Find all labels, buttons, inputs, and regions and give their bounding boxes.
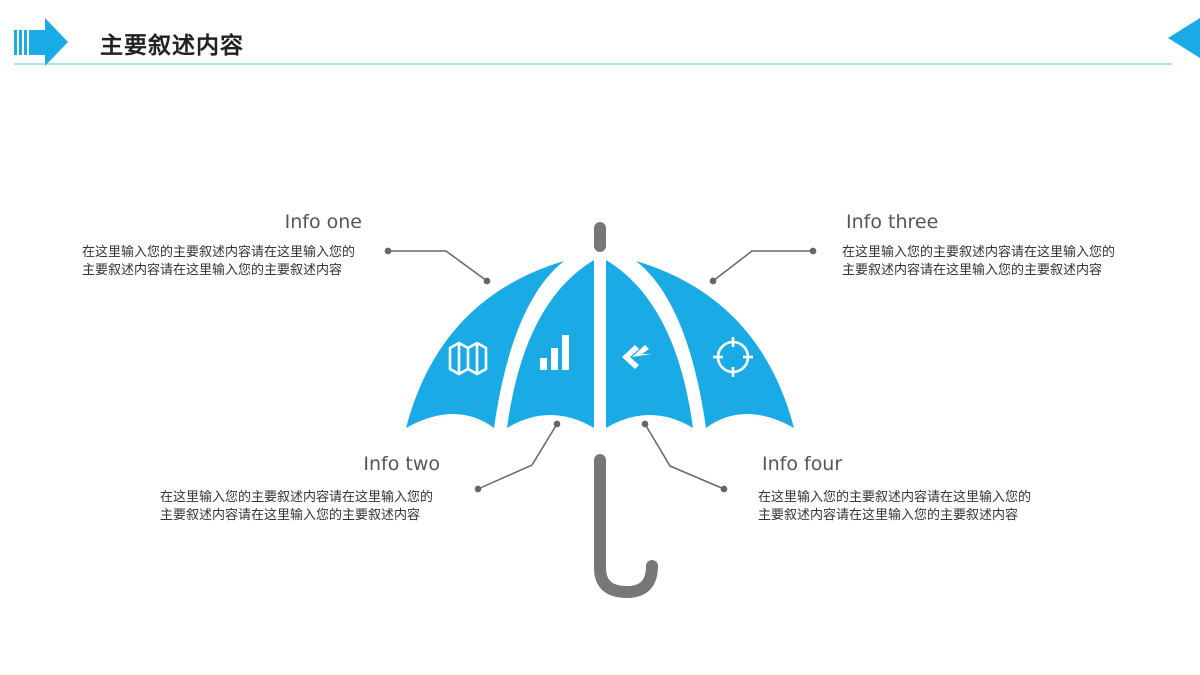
info-two-desc: 在这里输入您的主要叙述内容请在这里输入您的主要叙述内容请在这里输入您的主要叙述内… [160, 490, 434, 523]
bar-chart-icon [540, 335, 569, 370]
info-four-title: Info four [762, 453, 843, 475]
canopy-panel-four [636, 261, 794, 428]
info-one-desc: 在这里输入您的主要叙述内容请在这里输入您的主要叙述内容请在这里输入您的主要叙述内… [82, 245, 356, 278]
connector-four [641, 420, 728, 493]
info-four-desc: 在这里输入您的主要叙述内容请在这里输入您的主要叙述内容请在这里输入您的主要叙述内… [758, 490, 1032, 523]
canopy-panel-one [406, 261, 564, 428]
connector-two [474, 420, 561, 493]
corner-triangle-icon [1168, 18, 1200, 58]
info-one-title: Info one [284, 211, 362, 233]
connector-three [709, 247, 817, 285]
canopy-panel-two [507, 260, 594, 428]
info-three-title: Info three [846, 211, 939, 233]
map-icon [448, 341, 488, 376]
connector-one [384, 247, 491, 285]
page-title: 主要叙述内容 [100, 33, 244, 59]
umbrella-handle [594, 454, 658, 599]
umbrella-canopy [406, 260, 794, 428]
info-two-title: Info two [363, 453, 440, 475]
canopy-panel-three [606, 260, 693, 428]
reply-all-icon [622, 345, 652, 369]
info-three-desc: 在这里输入您的主要叙述内容请在这里输入您的主要叙述内容请在这里输入您的主要叙述内… [842, 245, 1116, 278]
header-arrow-icon [14, 18, 68, 66]
crosshair-icon [713, 337, 753, 377]
